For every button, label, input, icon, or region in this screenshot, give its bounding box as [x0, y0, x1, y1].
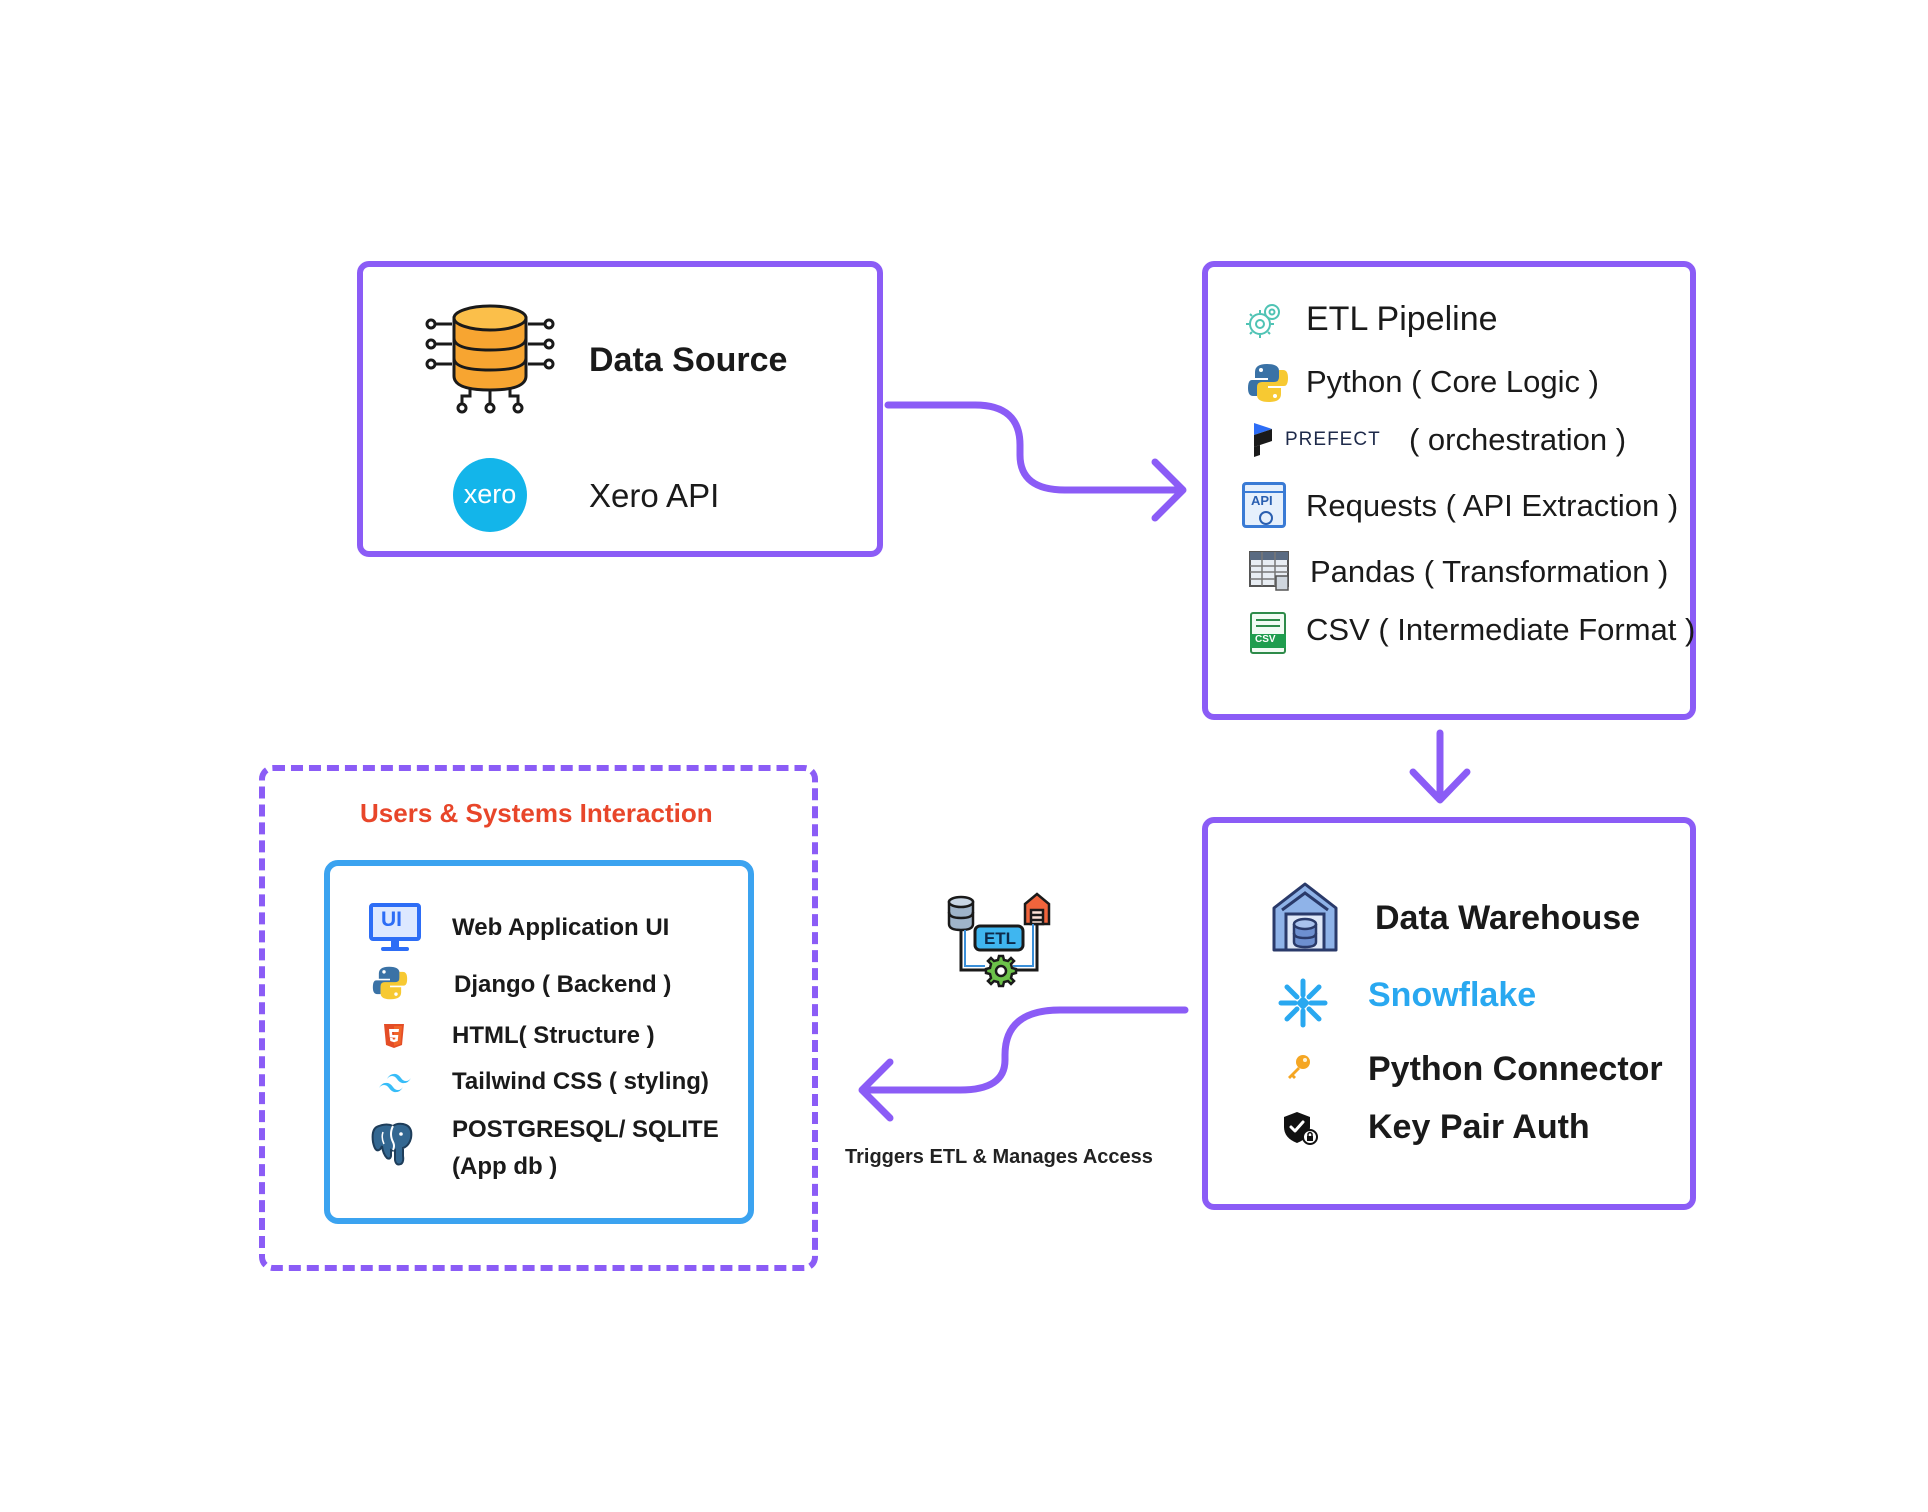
warehouse-icon — [1272, 882, 1338, 952]
postgresql-elephant-icon — [371, 1122, 413, 1166]
data-source-box — [357, 261, 883, 557]
key-icon — [1288, 1055, 1310, 1079]
etl-pipeline-title: ETL Pipeline — [1306, 300, 1498, 338]
etl-csv-label: CSV ( Intermediate Format ) — [1306, 612, 1696, 647]
etl-badge-text: ETL — [983, 929, 1017, 948]
etl-requests-label: Requests ( API Extraction ) — [1306, 488, 1679, 523]
users-systems-title: Users & Systems Interaction — [360, 798, 713, 828]
snowflake-label: Snowflake — [1368, 976, 1537, 1014]
web-app-ui-label: Web Application UI — [452, 914, 670, 941]
data-source-title: Data Source — [589, 341, 788, 379]
django-label: Django ( Backend ) — [454, 971, 672, 998]
python-logo-icon-django — [372, 966, 408, 1000]
arrow-warehouse-to-users — [861, 1006, 1189, 1094]
connector-label: Triggers ETL & Manages Access — [845, 1146, 1153, 1168]
arrowhead-source-to-etl — [1151, 458, 1187, 522]
etl-pandas-label: Pandas ( Transformation ) — [1310, 554, 1669, 589]
pandas-table-icon — [1249, 551, 1289, 591]
ui-icon-text: UI — [381, 908, 402, 931]
api-icon: API — [1242, 482, 1286, 528]
python-logo-icon — [1248, 364, 1288, 402]
csv-file-icon: CSV — [1250, 612, 1286, 654]
html-label: HTML( Structure ) — [452, 1022, 655, 1049]
data-warehouse-box — [1202, 817, 1696, 1210]
app-stack-box — [324, 860, 754, 1224]
snowflake-logo-icon — [1278, 978, 1328, 1028]
key-pair-auth-label: Key Pair Auth — [1368, 1108, 1590, 1146]
arrowhead-warehouse-to-users — [858, 1058, 894, 1122]
prefect-logo-text: PREFECT — [1285, 429, 1381, 450]
etl-python-label: Python ( Core Logic ) — [1306, 364, 1599, 399]
gear-cog-icon — [1246, 304, 1280, 338]
arrow-source-to-etl — [884, 401, 1184, 494]
arrowhead-etl-to-warehouse — [1409, 768, 1471, 804]
html5-logo-icon — [384, 1024, 404, 1048]
data-warehouse-title: Data Warehouse — [1375, 899, 1641, 937]
etl-prefect-label: ( orchestration ) — [1409, 422, 1627, 457]
etl-process-icon — [947, 892, 1051, 988]
python-connector-label: Python Connector — [1368, 1050, 1663, 1088]
postgresql-sqlite-label-line2: (App db ) — [452, 1153, 558, 1180]
tailwind-logo-icon — [379, 1073, 411, 1093]
csv-icon-text: CSV — [1255, 634, 1276, 645]
xero-api-label: Xero API — [589, 477, 720, 514]
tailwind-label: Tailwind CSS ( styling) — [452, 1068, 709, 1095]
users-systems-dashed-box — [259, 765, 818, 1271]
database-network-icon — [425, 304, 555, 414]
prefect-logo-icon — [1254, 423, 1272, 457]
ui-monitor-icon: UI — [369, 903, 421, 951]
xero-logo-icon — [453, 458, 527, 532]
xero-logo-text: xero — [463, 479, 517, 509]
postgresql-sqlite-label-line1: POSTGRESQL/ SQLITE — [452, 1116, 719, 1143]
api-icon-text: API — [1251, 493, 1273, 508]
shield-lock-icon — [1284, 1112, 1318, 1145]
